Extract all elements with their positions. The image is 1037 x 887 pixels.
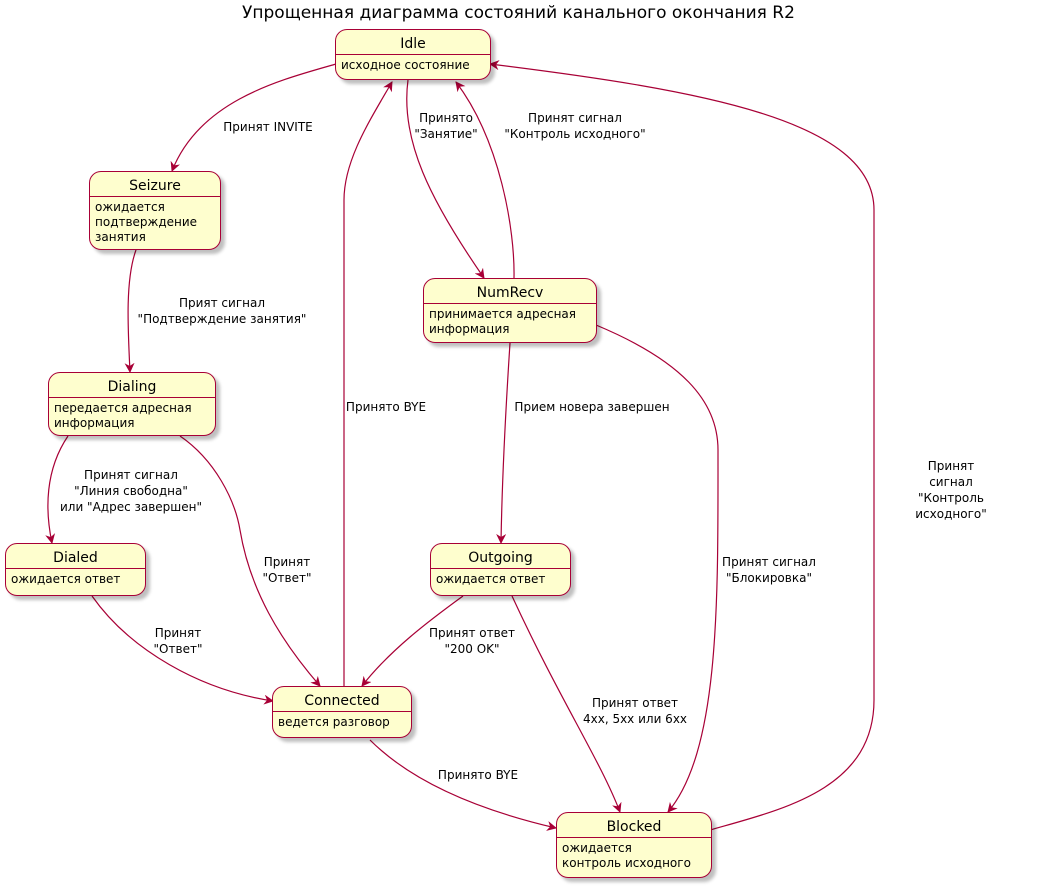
- arrow-numrecv-blocked: [595, 324, 719, 813]
- label-numrecv-outgoing: Прием новера завершен: [514, 400, 670, 414]
- label-dialing-connected: Принят "Ответ": [262, 555, 312, 585]
- state-connected: Connected ведется разговор: [272, 686, 412, 738]
- state-description: ожидается контроль исходного: [562, 841, 691, 870]
- arrow-numrecv-idle: [455, 81, 515, 279]
- state-description: передается адресная информация: [54, 401, 192, 430]
- state-description: ожидается подтверждение занятия: [95, 200, 198, 244]
- state-name: Dialed: [53, 550, 98, 566]
- state-name: NumRecv: [476, 285, 544, 301]
- arrow-outgoing-blocked: [511, 595, 622, 813]
- arrow-connected-idle: [343, 81, 393, 687]
- label-idle-numrecv: Принято "Занятие": [414, 111, 478, 141]
- state-blocked: Blocked ожидается контроль исходного: [556, 812, 712, 878]
- arrow-dialing-connected: [179, 435, 321, 687]
- state-dialing: Dialing передается адресная информация: [48, 372, 216, 436]
- label-connected-blocked: Принято BYE: [437, 768, 519, 782]
- state-seizure: Seizure ожидается подтверждение занятия: [89, 171, 221, 250]
- label-idle-seizure: Принят INVITE: [223, 120, 313, 134]
- label-numrecv-blocked: Принят сигнал "Блокировка": [722, 555, 816, 585]
- state-name: Outgoing: [468, 550, 533, 566]
- arrow-outgoing-connected: [361, 595, 464, 687]
- arrow-seizure-dialing: [124, 249, 137, 373]
- state-description: исходное состояние: [341, 58, 470, 72]
- state-name: Connected: [304, 693, 380, 709]
- label-dialed-connected: Принят "Ответ": [153, 626, 203, 656]
- arrow-blocked-idle: [489, 60, 875, 831]
- arrow-idle-seizure: [170, 63, 337, 172]
- arrow-idle-numrecv: [406, 79, 485, 279]
- state-description: ожидается ответ: [436, 572, 546, 586]
- state-name: Idle: [400, 36, 426, 52]
- state-dialed: Dialed ожидается ответ: [5, 543, 146, 596]
- arrow-dialed-connected: [91, 595, 274, 705]
- arrow-dialing-dialed: [45, 435, 69, 544]
- arrow-connected-blocked: [369, 739, 557, 831]
- state-description: принимается адресная информация: [429, 307, 576, 336]
- state-description: ожидается ответ: [11, 572, 121, 586]
- state-name: Dialing: [107, 379, 157, 395]
- label-connected-idle: Принято BYE: [345, 400, 427, 414]
- label-dialing-dialed: Принят сигнал "Линия свободна" или "Адре…: [59, 468, 203, 514]
- label-seizure-dialing: Прият сигнал "Подтверждение занятия": [137, 296, 307, 326]
- diagram-title: Упрощенная диаграмма состояний канальног…: [242, 3, 795, 23]
- label-numrecv-idle: Принят сигнал "Контроль исходного": [504, 111, 646, 141]
- state-outgoing: Outgoing ожидается ответ: [430, 543, 571, 596]
- label-outgoing-blocked: Принят ответ 4xx, 5xx или 6xx: [582, 696, 688, 726]
- arrow-numrecv-outgoing: [496, 342, 511, 544]
- state-numrecv: NumRecv принимается адресная информация: [423, 278, 597, 343]
- state-description: ведется разговор: [278, 715, 390, 729]
- label-outgoing-connected: Принят ответ "200 OK": [428, 626, 516, 656]
- state-name: Blocked: [606, 819, 662, 835]
- label-blocked-idle: Принят сигнал "Контроль исходного": [915, 459, 987, 521]
- state-idle: Idle исходное состояние: [335, 29, 491, 80]
- state-name: Seizure: [129, 178, 181, 194]
